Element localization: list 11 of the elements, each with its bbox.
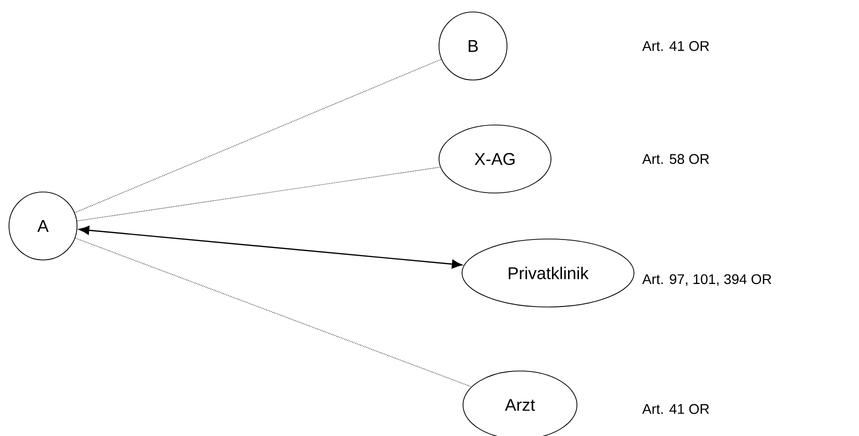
- circle-node: B: [438, 12, 508, 80]
- connector-line: [74, 238, 472, 388]
- article-label: Art. 58 OR: [642, 154, 709, 164]
- connector-line: [74, 58, 442, 214]
- article-label: Art. 41 OR: [642, 41, 709, 51]
- connector-line: [76, 166, 441, 222]
- article-label: Art. 41 OR: [642, 404, 709, 414]
- ellipse-node: Privatklinik: [462, 238, 634, 308]
- arrow: [78, 226, 462, 269]
- ellipse-node: X-AG: [438, 124, 552, 194]
- circle-node: A: [8, 192, 78, 260]
